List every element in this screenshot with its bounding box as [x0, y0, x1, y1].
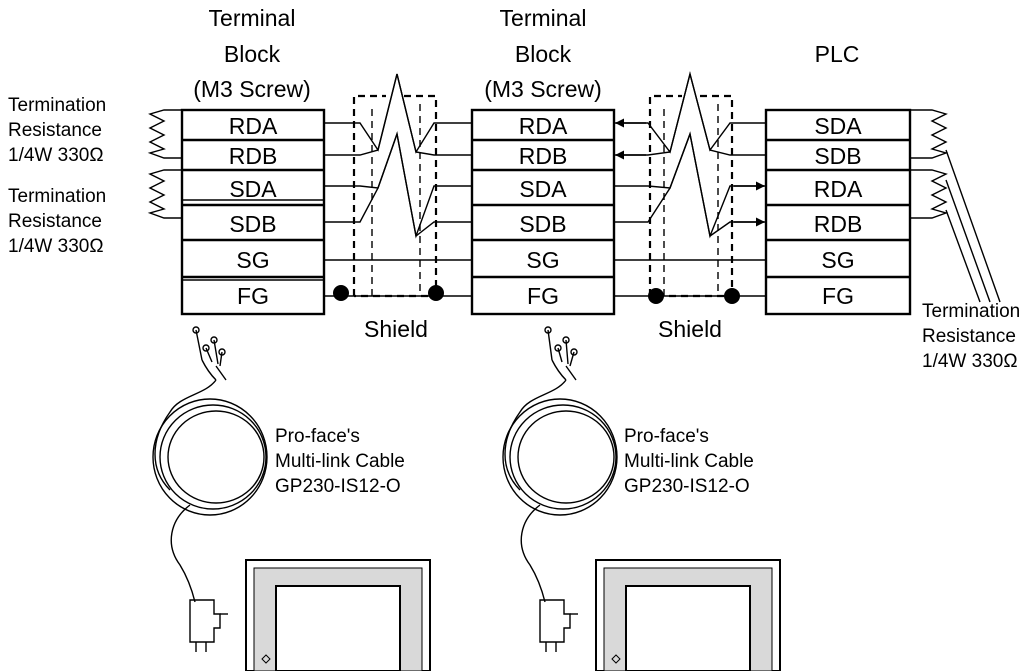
cable-label-line: Pro-face's: [624, 426, 709, 447]
cable-label-line: GP230-IS12-O: [275, 476, 401, 497]
plc-pin-label: FG: [822, 283, 854, 309]
termination-label-line: 1/4W 330Ω: [8, 236, 104, 257]
termination-label-line: 1/4W 330Ω: [922, 351, 1018, 372]
twisted-pair-icon: [324, 131, 472, 239]
block1-pin-label: SDB: [229, 211, 276, 237]
block1-header-line2: Block: [224, 41, 281, 67]
termination-label-line: Termination: [922, 301, 1020, 322]
cable-label-line: GP230-IS12-O: [624, 476, 750, 497]
termination-label-line: Termination: [8, 186, 106, 207]
block2-header-line1: Terminal: [500, 5, 587, 31]
resistor-icon: [147, 109, 182, 159]
connector-plug-icon: [189, 599, 228, 652]
block2-header: Terminal Block (M3 Screw): [484, 5, 602, 102]
cable-coil-icon: [502, 326, 618, 603]
termination-label-line: Resistance: [8, 120, 102, 141]
block1-pin-label: RDB: [229, 143, 278, 169]
block2-frame: [470, 108, 616, 316]
shield-1: [333, 94, 444, 301]
twisted-pair-icon: [614, 71, 766, 154]
block1-pin-label: SG: [236, 247, 269, 273]
plc-terminals: SDA SDB RDA RDB SG FG: [764, 108, 912, 316]
resistor-icon: [147, 169, 182, 219]
block2-pin-label: SDA: [519, 176, 567, 202]
termination-label-left-top: Termination Resistance 1/4W 330Ω: [8, 95, 106, 166]
block2-terminals: RDA RDB SDA SDB SG FG: [470, 108, 616, 316]
plc-pin-label: RDA: [814, 176, 863, 202]
plc-pin-label: SDA: [814, 113, 862, 139]
cable-label-line: Multi-link Cable: [275, 451, 405, 472]
block1-header-line1: Terminal: [209, 5, 296, 31]
block2-header-line3: (M3 Screw): [484, 76, 602, 102]
block1-terminals: RDA RDB SDA SDB SG FG: [180, 108, 326, 316]
connector-plug-icon: [539, 599, 578, 652]
cable-label-left: Pro-face's Multi-link Cable GP230-IS12-O: [275, 426, 405, 497]
block1-pin-label: FG: [237, 283, 269, 309]
gp-display-icon: [595, 559, 781, 671]
plc-frame: [764, 108, 912, 316]
shield-label: Shield: [364, 316, 428, 342]
plc-pin-label: SG: [821, 247, 854, 273]
block2-pin-label: RDA: [519, 113, 568, 139]
signal-arrows: [615, 118, 765, 227]
block2-pin-label: SG: [526, 247, 559, 273]
termination-label-line: Termination: [8, 95, 106, 116]
cable-label-line: Multi-link Cable: [624, 451, 754, 472]
twisted-pair-icon: [614, 131, 766, 239]
block1-pin-label: SDA: [229, 176, 277, 202]
plc-pin-label: SDB: [814, 143, 861, 169]
block2-pin-label: RDB: [519, 143, 568, 169]
shield-2: [648, 94, 740, 304]
termination-label-line: 1/4W 330Ω: [8, 145, 104, 166]
termination-label-line: Resistance: [8, 211, 102, 232]
plc-header: PLC: [815, 41, 860, 67]
gp-display-icon: [245, 559, 431, 671]
cable-label-line: Pro-face's: [275, 426, 360, 447]
block2-pin-label: FG: [527, 283, 559, 309]
wires-segment-1: [324, 73, 472, 297]
cable-coil-icon: [152, 326, 268, 603]
block1-header: Terminal Block (M3 Screw): [193, 5, 311, 102]
plc-pin-label: RDB: [814, 211, 863, 237]
block2-pin-label: SDB: [519, 211, 566, 237]
termination-label-right: Termination Resistance 1/4W 330Ω: [922, 301, 1020, 372]
termination-leader-lines: [945, 149, 1001, 303]
termination-label-line: Resistance: [922, 326, 1016, 347]
wires-segment-2: [614, 71, 766, 297]
shield-label: Shield: [658, 316, 722, 342]
cable-label-right: Pro-face's Multi-link Cable GP230-IS12-O: [624, 426, 754, 497]
termination-label-left-bottom: Termination Resistance 1/4W 330Ω: [8, 186, 106, 257]
block1-header-line3: (M3 Screw): [193, 76, 311, 102]
resistor-icon: [910, 169, 949, 219]
resistor-icon: [910, 109, 949, 159]
block2-header-line2: Block: [515, 41, 572, 67]
block1-pin-label: RDA: [229, 113, 278, 139]
